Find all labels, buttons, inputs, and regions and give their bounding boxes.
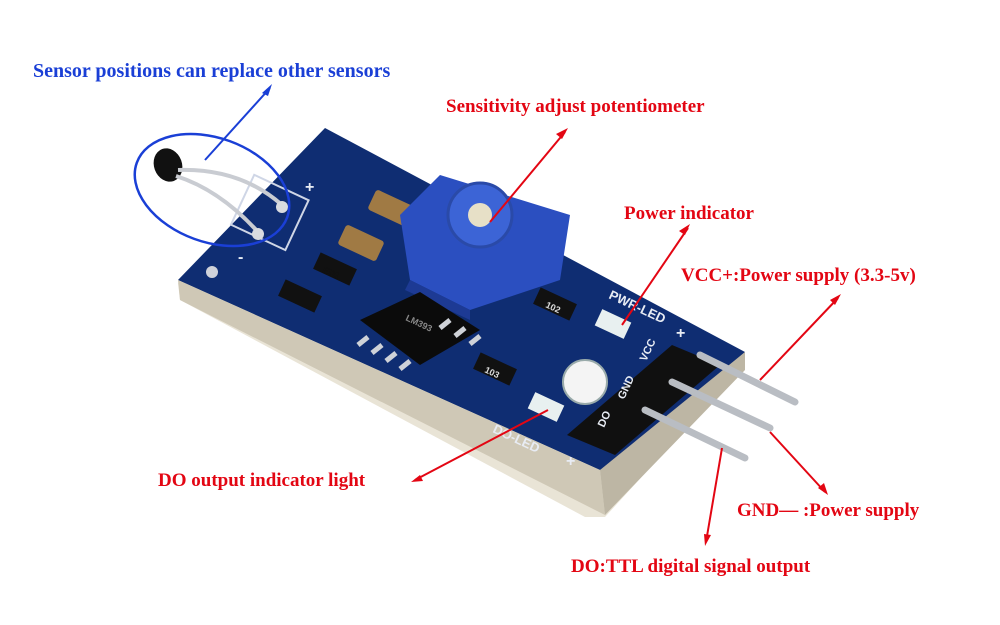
plus-right-text: + <box>676 325 685 342</box>
resistors <box>278 252 577 386</box>
sensor-callout <box>133 84 291 248</box>
potentiometer-label: Sensitivity adjust potentiometer <box>446 96 705 117</box>
plus-bottom-text: + <box>566 453 575 470</box>
thermistor-sensor <box>153 148 288 240</box>
minus-text: - <box>238 249 243 266</box>
red-callout-arrows <box>411 128 841 546</box>
plus-top-text: + <box>305 179 314 196</box>
do-output-label: DO:TTL digital signal output <box>571 556 811 577</box>
leds <box>527 309 632 422</box>
sensor-position-label: Sensor positions can replace other senso… <box>33 60 391 82</box>
lm393-chip <box>356 292 482 371</box>
vcc-label: VCC+:Power supply (3.3-5v) <box>681 265 916 286</box>
potentiometer <box>400 175 570 320</box>
header-pins <box>567 345 799 462</box>
gnd-label: GND— :Power supply <box>737 500 920 521</box>
power-indicator-label: Power indicator <box>624 203 754 224</box>
do-indicator-label: DO output indicator light <box>158 470 366 491</box>
